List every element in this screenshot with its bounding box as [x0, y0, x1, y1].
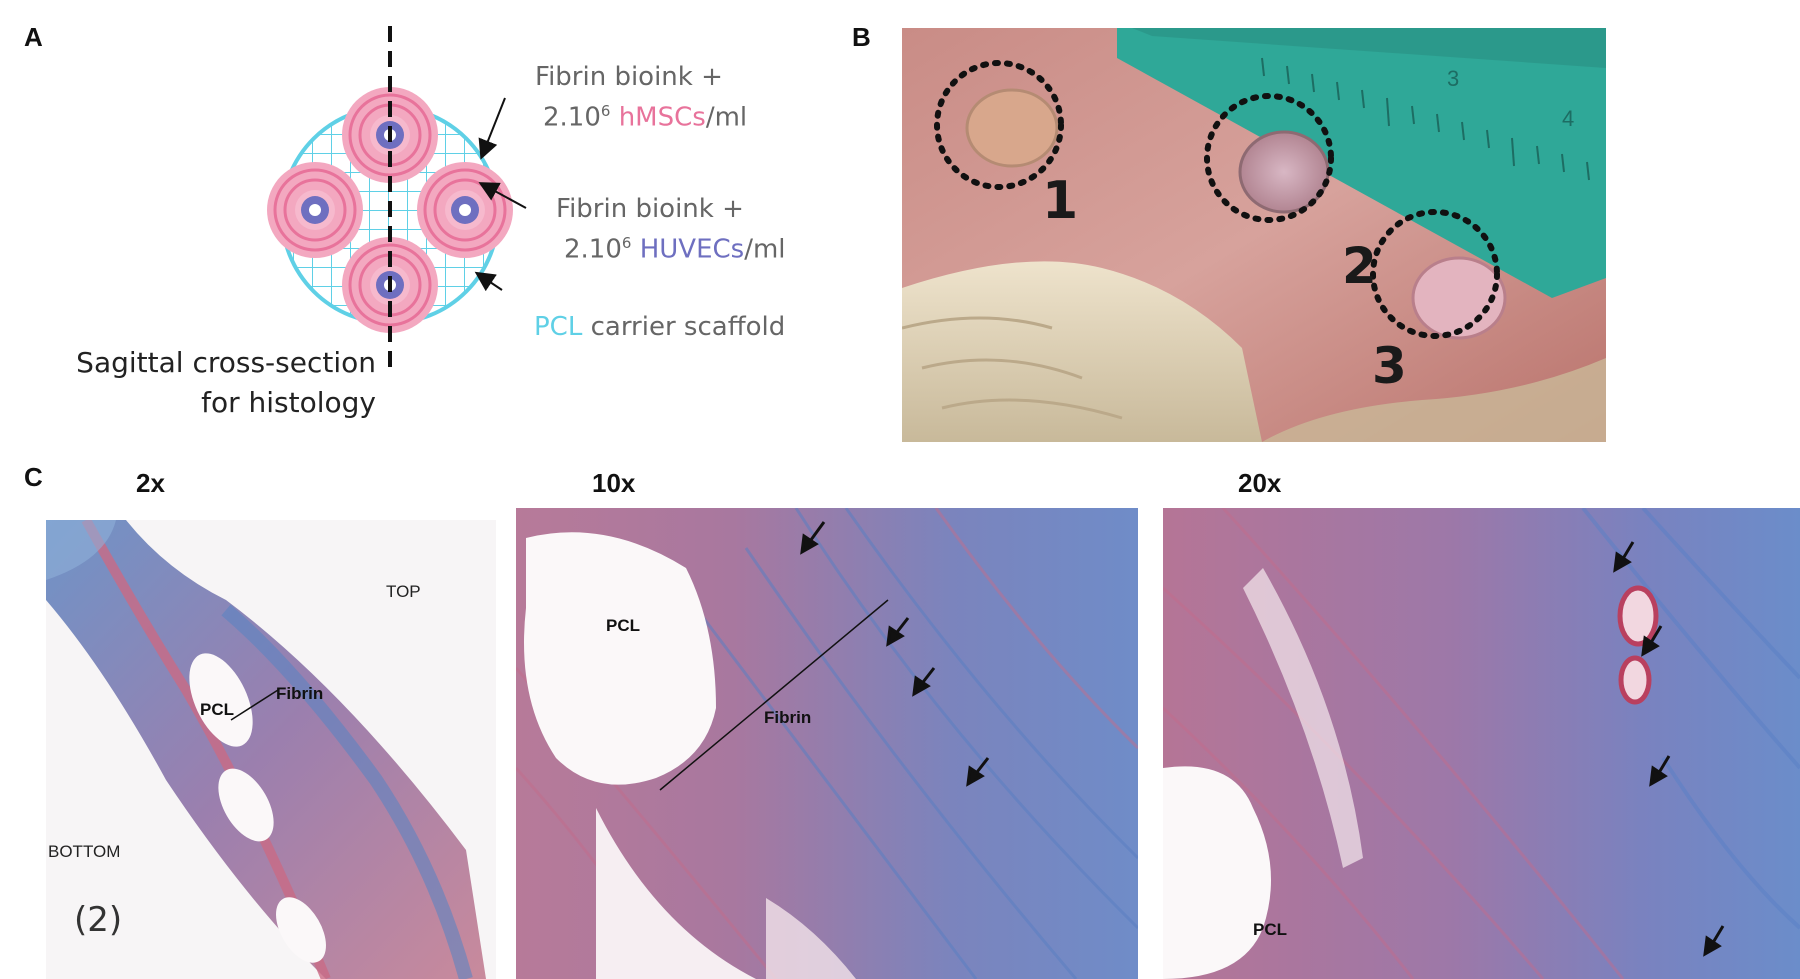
- panel-label-a: A: [24, 22, 43, 52]
- label-fibrin-2x: Fibrin: [276, 684, 324, 703]
- histology-2x: TOP BOTTOM PCL Fibrin (2): [46, 520, 496, 979]
- legend-hmsc-line1: Fibrin bioink +: [535, 62, 723, 92]
- implant-1: [965, 88, 1059, 168]
- well-circle-2: [1204, 93, 1334, 223]
- legend-pcl: PCL carrier scaffold: [534, 312, 786, 342]
- well-number-3: 3: [1372, 337, 1407, 395]
- pcl-void-20x: [1163, 766, 1271, 979]
- fibrin-pointer-10x: [659, 599, 889, 791]
- well-circle-3: [1370, 209, 1500, 339]
- scaffold-schematic: [267, 26, 513, 374]
- legend-huvec-line1: Fibrin bioink +: [556, 194, 744, 224]
- legend-hmsc-line2: 2.106 hMSCs/ml: [543, 102, 748, 133]
- vessels-20x: [1617, 585, 1659, 705]
- sagittal-caption-line2: for histology: [201, 386, 376, 419]
- legend-huvec-line2: 2.106 HUVECs/ml: [564, 234, 786, 265]
- arrow-pcl: [474, 271, 503, 292]
- sagittal-caption: Sagittal cross-section for histology: [66, 343, 376, 423]
- legend-arrows: [474, 97, 527, 292]
- vessel-arrows-20x: [1613, 541, 1725, 957]
- pcl-void-2x: [189, 653, 253, 747]
- label-pcl-20x: PCL: [1253, 920, 1287, 939]
- label-pcl-2x: PCL: [200, 700, 234, 719]
- histology-20x: PCL: [1163, 508, 1800, 979]
- magnification-10x: 10x: [592, 468, 636, 498]
- well-number-2: 2: [1342, 237, 1377, 295]
- arrow-hmsc: [478, 97, 506, 160]
- ruler-digit-3: 3: [1447, 66, 1459, 91]
- arrow-huvec: [478, 182, 527, 209]
- well-number-1: 1: [1042, 171, 1078, 231]
- gauze: [902, 261, 1262, 442]
- magnification-2x: 2x: [136, 468, 165, 498]
- panel-label-c: C: [24, 462, 43, 492]
- histology-10x: PCL Fibrin: [516, 508, 1138, 979]
- legend-hmsc: Fibrin bioink + 2.106 hMSCs/ml: [535, 60, 747, 135]
- vessel-arrows-10x: [800, 521, 990, 787]
- label-pcl-10x: PCL: [606, 616, 640, 635]
- label-fibrin-10x: Fibrin: [764, 708, 812, 727]
- label-bottom: BOTTOM: [48, 842, 121, 861]
- well-circle-1: [934, 60, 1064, 190]
- ruler: [1117, 28, 1606, 298]
- pcl-void-10x: [524, 532, 716, 785]
- label-top: TOP: [386, 582, 421, 601]
- panel-label-b: B: [852, 22, 871, 52]
- sample-number: (2): [74, 900, 123, 940]
- hmsc-deposit-left: [267, 162, 363, 258]
- ruler-digit-4: 4: [1562, 106, 1574, 131]
- implant-photo: 3 4 1 2 3: [902, 28, 1606, 442]
- legend-huvec: Fibrin bioink + 2.106 HUVECs/ml: [556, 192, 786, 267]
- fibrin-pointer-2x: [230, 689, 279, 721]
- sagittal-caption-line1: Sagittal cross-section: [76, 346, 376, 379]
- magnification-20x: 20x: [1238, 468, 1282, 498]
